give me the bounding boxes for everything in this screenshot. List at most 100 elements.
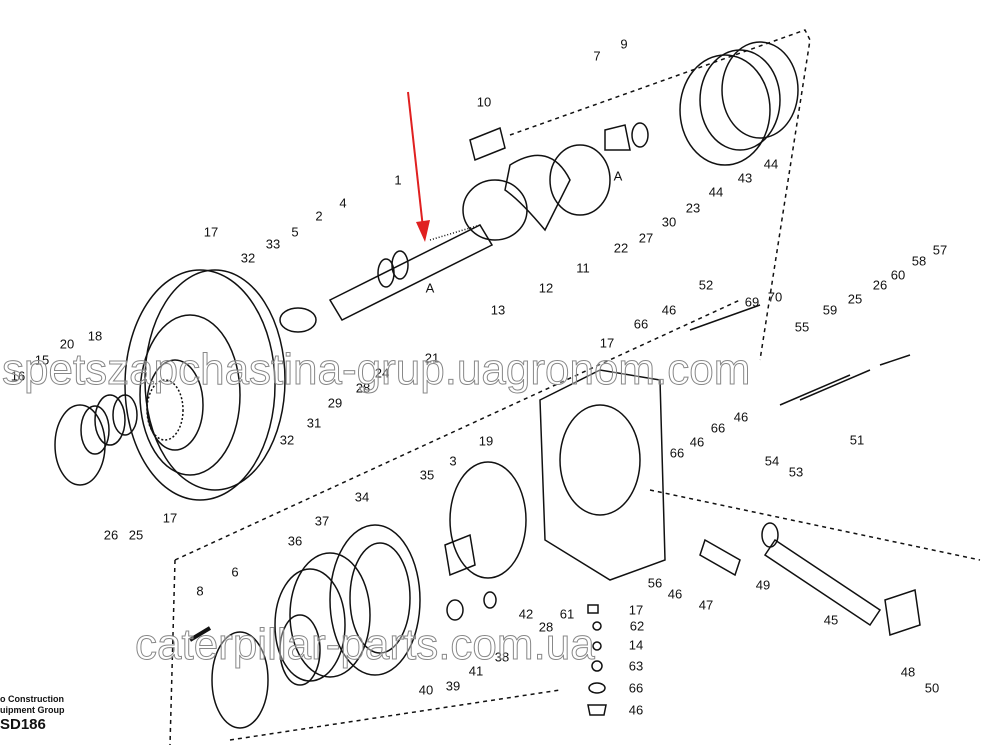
cover-block xyxy=(884,589,921,636)
callout-label: 3 xyxy=(449,453,457,469)
drive-shaft xyxy=(328,224,494,321)
callout-label: 62 xyxy=(629,618,645,634)
callout-label: 34 xyxy=(354,489,370,505)
callout-label: 32 xyxy=(240,250,256,266)
callout-label: 21 xyxy=(424,350,440,366)
cylinder-block xyxy=(549,144,611,216)
callout-label: 48 xyxy=(900,664,916,680)
callout-label: 17 xyxy=(628,602,644,618)
callout-label: 58 xyxy=(911,253,927,269)
callout-label: 43 xyxy=(737,170,753,186)
callout-label: 15 xyxy=(34,352,50,368)
drawing-code: SD186 xyxy=(0,716,46,733)
callout-label: 9 xyxy=(620,36,628,52)
friction-disc xyxy=(679,54,771,166)
callout-label: 42 xyxy=(518,606,534,622)
callout-label: 51 xyxy=(849,432,865,448)
bolts xyxy=(689,304,911,406)
callout-label: 23 xyxy=(685,200,701,216)
callout-label: 53 xyxy=(788,464,804,480)
callout-label: 11 xyxy=(576,260,590,276)
callout-label: 59 xyxy=(822,302,838,318)
callout-label: 8 xyxy=(196,583,204,599)
callout-label: 57 xyxy=(932,242,948,258)
highlight-arrow xyxy=(407,91,430,242)
callout-label: 2 xyxy=(315,208,323,224)
callout-label: 29 xyxy=(327,395,343,411)
callout-label: 46 xyxy=(733,409,749,425)
brake-piston xyxy=(329,524,421,676)
gear xyxy=(279,614,321,686)
callout-label: 19 xyxy=(478,433,494,449)
company-line2: uipment Group xyxy=(0,705,65,715)
callout-label: 49 xyxy=(755,577,771,593)
callout-label: 31 xyxy=(306,415,322,431)
callout-label: 7 xyxy=(593,48,601,64)
seal-rings-left xyxy=(54,394,138,486)
callout-label: 39 xyxy=(445,678,461,694)
bearing xyxy=(279,307,317,333)
callout-label: 36 xyxy=(287,533,303,549)
callout-label: 46 xyxy=(628,702,644,718)
callout-label: 28 xyxy=(538,619,554,635)
callout-label: 56 xyxy=(647,575,663,591)
callout-label: 44 xyxy=(763,156,779,172)
callout-label: 61 xyxy=(559,606,575,622)
callout-label: A xyxy=(425,280,435,296)
callout-label: A xyxy=(613,168,623,184)
callout-label: 66 xyxy=(710,420,726,436)
callout-label: 66 xyxy=(628,680,644,696)
callout-label: 25 xyxy=(847,291,863,307)
callout-label: 22 xyxy=(613,240,629,256)
spool xyxy=(763,538,882,627)
callout-label: 55 xyxy=(794,319,810,335)
cam-plate xyxy=(504,154,571,232)
callout-label: 38 xyxy=(494,649,510,665)
callout-label: 40 xyxy=(418,682,434,698)
hub-housing xyxy=(124,269,286,501)
callout-label: 44 xyxy=(708,184,724,200)
callout-label: 17 xyxy=(599,335,615,351)
watermark-bottom: caterpillar-parts.com.ua xyxy=(135,620,596,670)
callout-label: 46 xyxy=(661,302,677,318)
callout-label: 35 xyxy=(419,467,435,483)
callout-label: 46 xyxy=(689,434,705,450)
footer-logo: o Construction uipment Group SD186 xyxy=(0,694,65,734)
callout-label: 52 xyxy=(698,277,714,293)
callout-label: 66 xyxy=(633,316,649,332)
callout-label: 10 xyxy=(476,94,492,110)
callout-label: 66 xyxy=(669,445,685,461)
piston xyxy=(469,126,506,162)
callout-label: 26 xyxy=(872,277,888,293)
callout-label: 24 xyxy=(374,365,390,381)
callout-label: 12 xyxy=(538,280,554,296)
callout-label: 27 xyxy=(638,230,654,246)
callout-label: 18 xyxy=(87,328,103,344)
callout-label: 69 xyxy=(744,294,760,310)
swash-plate xyxy=(462,179,528,241)
ring xyxy=(631,122,649,148)
callout-label: 60 xyxy=(890,267,906,283)
callout-label: 17 xyxy=(162,510,178,526)
callout-label: 1 xyxy=(394,172,402,188)
callout-label: 14 xyxy=(628,637,644,653)
o-ring xyxy=(449,461,527,579)
callout-label: 25 xyxy=(128,527,144,543)
watermark-top: spetszapchastina-grup.uagronom.com xyxy=(1,345,751,395)
callout-label: 6 xyxy=(231,564,239,580)
callout-label: 13 xyxy=(490,302,506,318)
company-line1: o Construction xyxy=(0,694,64,704)
callout-label: 70 xyxy=(767,289,783,305)
callout-label: 45 xyxy=(823,612,839,628)
callout-label: 46 xyxy=(667,586,683,602)
callout-label: 50 xyxy=(924,680,940,696)
callout-label: 26 xyxy=(103,527,119,543)
planet-gear xyxy=(211,631,269,729)
callout-label: 30 xyxy=(661,214,677,230)
callout-label: 5 xyxy=(291,224,299,240)
callout-label: 63 xyxy=(628,658,644,674)
needle-bearing xyxy=(444,533,476,577)
cone-part xyxy=(604,124,631,151)
small-parts-stack xyxy=(587,604,607,716)
valve-housing xyxy=(539,369,666,581)
